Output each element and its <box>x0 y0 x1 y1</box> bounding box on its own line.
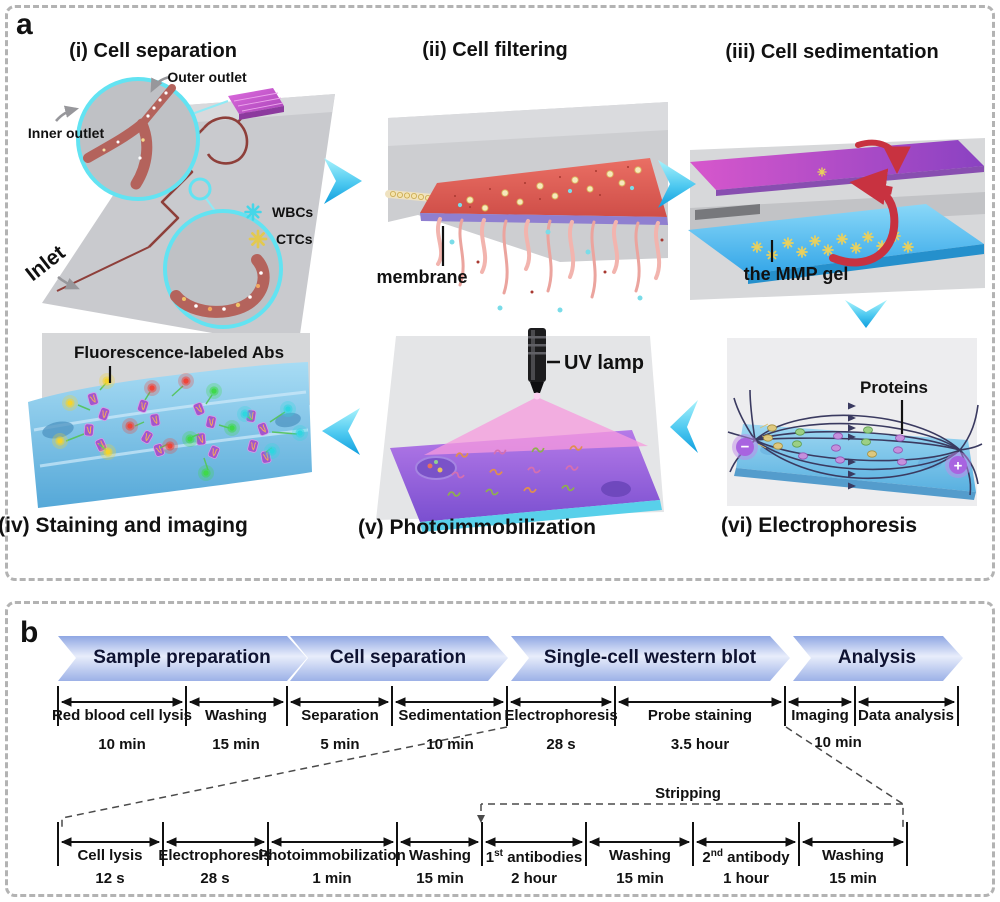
tl-detail-label: Photoimmobilization <box>258 847 406 864</box>
step-title-staining-imaging: (iv) Staining and imaging <box>0 514 248 537</box>
tl-main-label: Probe staining <box>647 707 753 724</box>
tl-main-label: Separation <box>301 707 379 724</box>
tl-detail-time: 15 min <box>616 870 664 887</box>
proteins-label: Proteins <box>859 378 929 397</box>
tl-main-label: Sedimentation <box>398 707 502 724</box>
tl-detail-label: Electrophoresis <box>158 847 272 864</box>
mmp-gel-label: the MMP gel <box>743 264 849 284</box>
tl-detail-time: 15 min <box>829 870 877 887</box>
phase-single-cell-western-blot: Single-cell western blot <box>543 647 757 668</box>
tl-detail-label: Washing <box>409 847 471 864</box>
ctc-legend-label: CTCs <box>276 231 313 247</box>
membrane-label: membrane <box>376 267 468 287</box>
tl-detail-label: Cell lysis <box>77 847 143 864</box>
wbc-legend-label: WBCs <box>272 204 314 220</box>
panel-b-letter: b <box>20 616 39 649</box>
tl-main-label: Red blood cell lysis <box>51 707 193 724</box>
tl-main-label: Imaging <box>791 707 849 724</box>
tl-detail-time: 2 hour <box>511 870 557 887</box>
electrode-positive-sign: + <box>953 457 963 475</box>
tl-main-time: 10 min <box>98 736 146 753</box>
tl-main-time: 10 min <box>426 736 474 753</box>
tl-main-label: Washing <box>205 707 267 724</box>
tl-detail-label-first-antibodies: 1st antibodies <box>486 848 582 867</box>
phase-sample-preparation: Sample preparation <box>93 647 271 668</box>
inner-outlet-label: Inner outlet <box>27 125 105 141</box>
tl-detail-time: 12 s <box>95 870 125 887</box>
ordinal-sup: st <box>494 848 504 859</box>
tl-detail-time: 1 min <box>312 870 352 887</box>
tl-detail-time: 1 hour <box>723 870 769 887</box>
tl-detail-label-second-antibody: 2nd antibody <box>702 848 789 867</box>
ordinal-base: 1 <box>485 849 495 866</box>
ordinal-rest: antibody <box>722 849 790 866</box>
tl-main-time: 15 min <box>212 736 260 753</box>
stripping-label: Stripping <box>655 785 721 802</box>
phase-analysis: Analysis <box>837 647 917 668</box>
tl-detail-time: 28 s <box>200 870 230 887</box>
tl-detail-time: 15 min <box>416 870 464 887</box>
electrode-negative-sign: − <box>740 438 750 456</box>
ordinal-rest: antibodies <box>503 849 583 866</box>
tl-main-time: 28 s <box>546 736 576 753</box>
step-title-cell-sedimentation: (iii) Cell sedimentation <box>725 41 939 63</box>
panel-a-letter: a <box>16 8 33 41</box>
tl-main-time: 3.5 hour <box>670 736 730 753</box>
uv-lamp-label: UV lamp <box>564 352 645 374</box>
ordinal-sup: nd <box>710 848 723 859</box>
fluorescence-abs-label: Fluorescence-labeled Abs <box>73 343 285 362</box>
tl-main-time: 5 min <box>320 736 360 753</box>
tl-detail-label: Washing <box>822 847 884 864</box>
step-title-photoimmobilization: (v) Photoimmobilization <box>358 516 596 539</box>
outer-outlet-label: Outer outlet <box>167 69 247 85</box>
panel-a <box>5 5 995 581</box>
step-title-cell-filtering: (ii) Cell filtering <box>422 39 568 61</box>
tl-detail-label: Washing <box>609 847 671 864</box>
step-title-cell-separation: (i) Cell separation <box>69 40 237 62</box>
tl-main-label: Electrophoresis <box>504 707 618 724</box>
tl-main-label: Data analysis <box>858 707 954 724</box>
phase-cell-separation: Cell separation <box>329 647 467 668</box>
tl-main-time: 10 min <box>814 734 862 751</box>
ordinal-base: 2 <box>702 849 711 866</box>
step-title-electrophoresis: (vi) Electrophoresis <box>720 514 918 537</box>
